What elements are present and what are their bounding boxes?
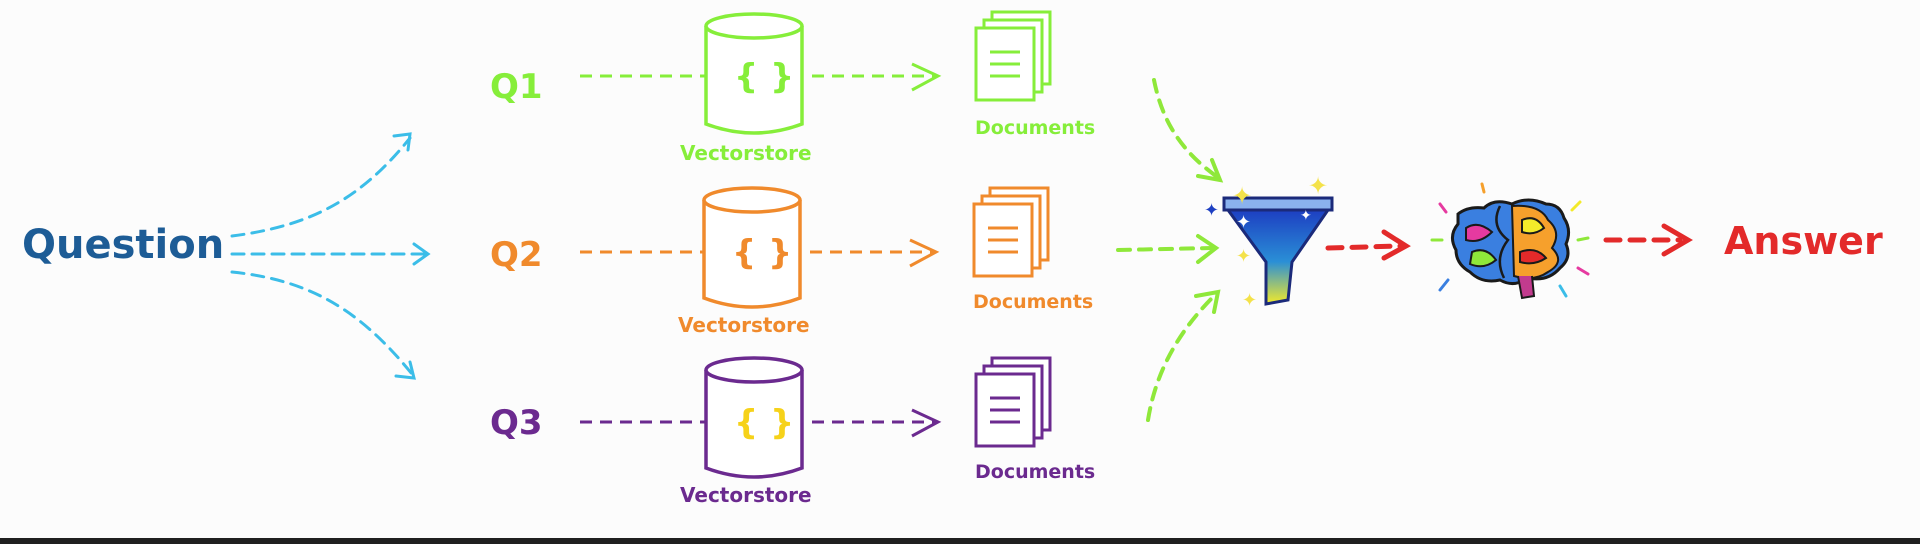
documents-stack-icon — [972, 186, 1050, 278]
answer-label: Answer — [1724, 219, 1883, 263]
svg-text:✦: ✦ — [1204, 200, 1219, 221]
documents-label: Documents — [975, 461, 1095, 483]
documents-stack-icon — [974, 356, 1052, 448]
merge-arrows — [1116, 78, 1224, 422]
cylinder-icon — [704, 356, 804, 479]
documents-stack-icon — [974, 10, 1052, 102]
fanout-arrow-down-head — [394, 360, 416, 380]
svg-text:✦: ✦ — [1308, 172, 1328, 200]
query-row-1: Q1 { } Vectorstore Documents — [490, 10, 1095, 165]
red-arrow-2 — [1603, 223, 1693, 257]
vectorstore-label: Vectorstore — [680, 141, 812, 165]
svg-text:✦: ✦ — [1300, 208, 1312, 224]
query-row-2: Q2 { } Vectorstore Documents — [490, 186, 1093, 337]
braces-glyph: { } — [734, 403, 794, 443]
braces-glyph: { } — [734, 57, 794, 97]
fanout-arrow-mid-head — [412, 242, 431, 266]
funnel-icon: ✦ ✦ ✦ ✦ ✦ ✦ ✦ — [1204, 172, 1334, 311]
cylinder-icon — [704, 12, 804, 135]
fanout-arrow-up-head — [392, 132, 412, 152]
braces-glyph: { } — [732, 233, 792, 273]
query-label: Q3 — [490, 403, 543, 443]
vectorstore-label: Vectorstore — [680, 483, 812, 507]
svg-text:✦: ✦ — [1236, 246, 1251, 267]
query-row-3: Q3 { } Vectorstore Documents — [490, 356, 1095, 507]
svg-text:✦: ✦ — [1232, 182, 1252, 210]
fanout-arrow-up — [230, 136, 412, 238]
svg-text:✦: ✦ — [1236, 212, 1251, 233]
documents-label: Documents — [973, 291, 1093, 313]
red-arrow-1 — [1325, 229, 1411, 261]
svg-text:✦: ✦ — [1242, 290, 1257, 311]
query-label: Q1 — [490, 67, 543, 107]
question-label: Question — [22, 222, 224, 268]
fanout-arrow-down — [230, 270, 414, 376]
cylinder-icon — [702, 186, 802, 309]
vectorstore-label: Vectorstore — [678, 313, 810, 337]
query-label: Q2 — [490, 235, 543, 275]
brain-icon — [1430, 182, 1590, 300]
documents-label: Documents — [975, 117, 1095, 139]
fanout-arrows — [230, 132, 431, 380]
